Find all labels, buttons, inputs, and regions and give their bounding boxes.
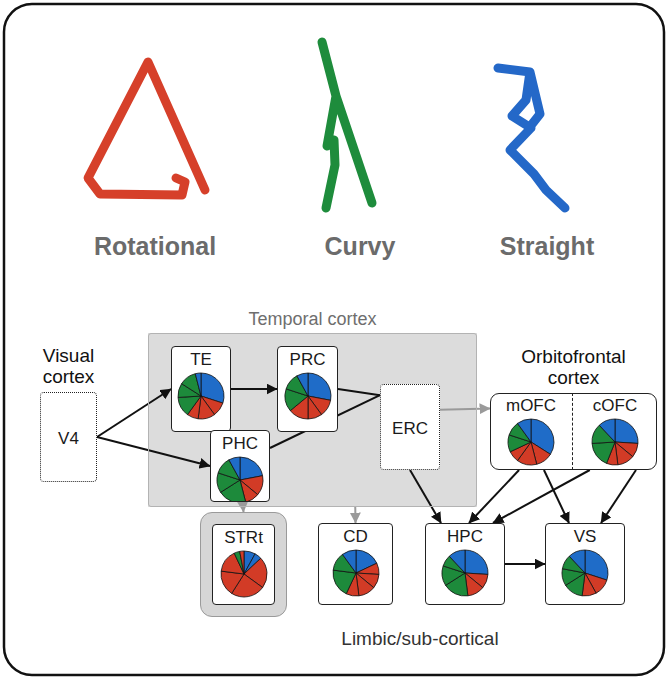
region-box: Temporal cortexTEPRCPHCERC <box>148 333 477 507</box>
connector-arrow <box>354 507 356 523</box>
area-label: mOFC <box>506 393 556 416</box>
pie-chart <box>215 455 265 501</box>
pie-slice <box>308 373 331 400</box>
area-section: cOFC <box>573 393 657 470</box>
pie-slice <box>449 550 465 573</box>
connector-arrow <box>505 563 545 565</box>
area-box: ERC <box>380 384 440 470</box>
pie-chart <box>440 548 490 598</box>
group-label: Limbic/sub-cortical <box>341 628 498 650</box>
area-box: PHC <box>210 430 270 502</box>
pie-slice <box>517 419 531 442</box>
connector-arrow <box>97 389 171 437</box>
pie-slice <box>308 396 322 419</box>
pie-slice <box>599 419 615 442</box>
area-label: HPC <box>447 524 483 547</box>
region-heading: Visual cortex <box>19 346 119 388</box>
connector-arrow <box>544 470 569 523</box>
area-label: STRt <box>224 525 263 548</box>
pie-chart <box>176 371 226 421</box>
area-box: HPC <box>425 523 505 605</box>
pie-slice <box>592 442 615 463</box>
connector-arrow <box>97 437 210 466</box>
pie-slice <box>220 571 243 593</box>
area-label: PHC <box>222 431 258 454</box>
pie-slice <box>465 550 488 574</box>
inner-box: STRt <box>212 524 275 605</box>
straight-trajectory <box>498 68 565 208</box>
connector-arrow <box>493 470 590 523</box>
pie-slice <box>182 373 201 395</box>
pie-chart <box>560 548 610 598</box>
connector-arrow <box>410 470 441 523</box>
pie-slice <box>239 551 243 574</box>
connector-arrow <box>440 408 490 409</box>
area-label: ERC <box>392 416 428 439</box>
area-box: CD <box>318 523 393 605</box>
pie-slice <box>229 457 240 480</box>
pie-slice <box>296 373 307 396</box>
pie-slice <box>195 373 201 396</box>
pie-slice <box>356 563 379 574</box>
pie-slice <box>332 570 355 594</box>
panel-frame <box>4 4 664 675</box>
pie-chart <box>219 549 269 599</box>
pie-slice <box>569 550 585 573</box>
area-label: VS <box>574 524 597 547</box>
trajectory-label: Curvy <box>325 232 396 261</box>
rotational-trajectory <box>88 62 205 195</box>
connector-arrow <box>601 470 636 523</box>
region-heading: Temporal cortex <box>193 310 433 330</box>
pie-slice <box>234 551 244 574</box>
pie-chart <box>506 417 556 467</box>
area-label: cOFC <box>593 393 637 416</box>
trajectory-label: Straight <box>500 232 594 261</box>
region-box: Orbitofrontal cortexmOFCcOFC <box>490 393 657 470</box>
area-label: CD <box>343 524 368 547</box>
pie-slice <box>178 396 201 415</box>
area-label: V4 <box>58 426 79 449</box>
pie-chart <box>283 371 333 421</box>
pie-chart <box>331 548 381 598</box>
area-box: TE <box>171 346 231 432</box>
connector-arrow <box>231 388 277 390</box>
area-label: PRC <box>290 347 326 370</box>
pie-slice <box>615 419 638 443</box>
connector-arrow <box>338 389 380 395</box>
area-label: TE <box>190 347 212 370</box>
area-section: mOFC <box>490 393 573 470</box>
region-heading: Orbitofrontal cortex <box>509 347 639 389</box>
area-box: STRt <box>200 512 287 617</box>
pie-slice <box>342 550 356 573</box>
area-box: PRC <box>277 346 338 432</box>
area-box: VS <box>545 523 625 605</box>
pie-chart <box>590 417 640 467</box>
region-fill <box>148 333 477 507</box>
area-box: Visual cortexV4 <box>40 392 97 482</box>
trajectory-label: Rotational <box>94 232 216 261</box>
curvy-trajectory <box>322 42 372 208</box>
